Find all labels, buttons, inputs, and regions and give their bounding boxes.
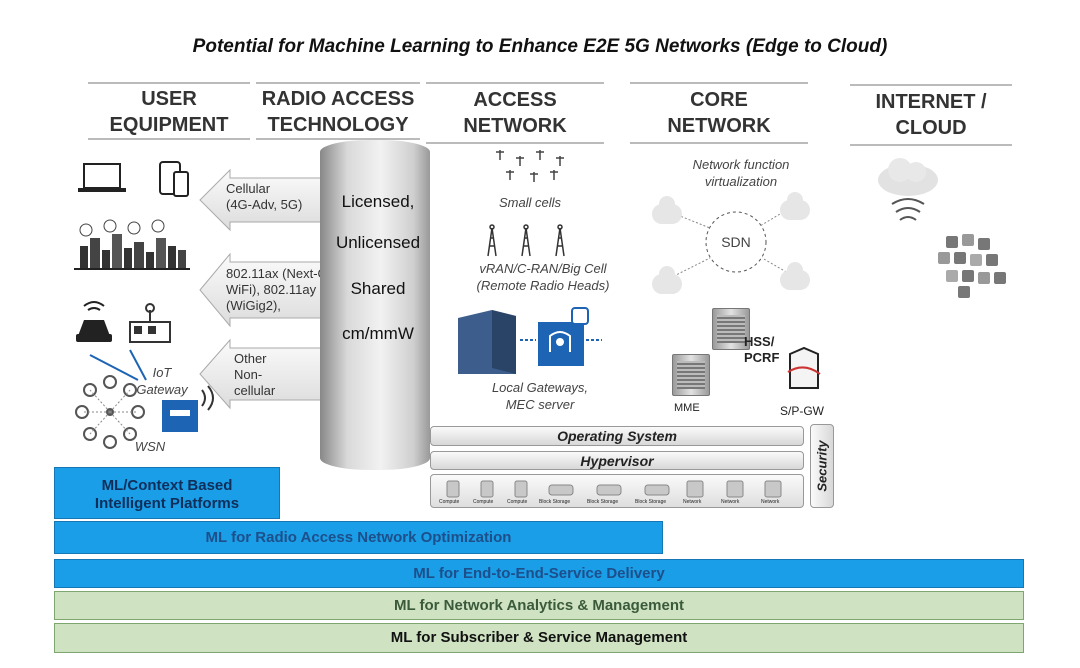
- header-core-line2: NETWORK: [667, 115, 771, 137]
- resource-hardware-icons: [446, 480, 782, 498]
- header-access-line2: NETWORK: [463, 115, 567, 137]
- diagram-title: Potential for Machine Learning to Enhanc…: [192, 36, 888, 57]
- nfv-cloud-icon: [652, 196, 682, 224]
- local-gateway-server-icon: [458, 307, 602, 374]
- sdn-label: SDN: [721, 234, 751, 250]
- hss-label: HSS/ PCRF: [744, 334, 779, 366]
- header-ue-line1: USER: [141, 88, 197, 110]
- resource-compute: Compute: [473, 499, 494, 505]
- spectrum-shared: Shared: [350, 279, 406, 298]
- laptop-icon: [78, 163, 126, 192]
- radio-towers-icon: [487, 224, 565, 257]
- header-core-network: CORE NETWORK: [630, 82, 808, 144]
- other-line2: Non-: [234, 367, 263, 382]
- connected-car-icon: [76, 301, 112, 342]
- header-user-equipment: USER EQUIPMENT: [88, 82, 250, 140]
- security-label: Security: [814, 440, 830, 492]
- mme-label: MME: [674, 402, 700, 414]
- header-access-network: ACCESS NETWORK: [426, 82, 604, 144]
- vran-label: vRAN/C-RAN/Big Cell (Remote Radio Heads): [458, 260, 628, 294]
- user-equipment-icons: [74, 161, 214, 449]
- vran-line2: (Remote Radio Heads): [476, 278, 610, 293]
- resource-network: Network: [683, 499, 702, 505]
- radio-arrows: [199, 168, 341, 410]
- tablet-phone-icon: [159, 161, 189, 197]
- header-ue-line2: EQUIPMENT: [109, 114, 229, 136]
- resource-network: Network: [721, 499, 740, 505]
- ml-subscriber-management-band: ML for Subscriber & Service Management: [54, 623, 1024, 653]
- spgw-label: S/P-GW: [780, 404, 824, 418]
- nfv-line1: Network function: [692, 157, 790, 172]
- internet-cloud-icon: [878, 158, 938, 221]
- wifi-label: 802.11ax (Next-G WiFi), 802.11ay (WiGig2…: [226, 266, 328, 314]
- cellular-line1: Cellular: [226, 181, 271, 196]
- nfv-cloud-icon: [652, 266, 682, 294]
- other-line1: Other: [234, 351, 267, 366]
- cellular-line2: (4G-Adv, 5G): [226, 197, 303, 212]
- hss-server-icon: [712, 308, 750, 350]
- ml-ran-optimization-band: ML for Radio Access Network Optimization: [54, 521, 663, 554]
- hypervisor-bar: Hypervisor: [430, 451, 804, 470]
- header-core-line1: CORE: [690, 89, 748, 111]
- factory-robot-icon: [129, 303, 171, 343]
- header-rat-line1: RADIO ACCESS: [261, 88, 415, 110]
- nfv-cloud-icon: [780, 192, 810, 220]
- spectrum-unlicensed: Unlicensed: [335, 233, 421, 252]
- resource-compute: Compute: [507, 499, 528, 505]
- city-skyline-icon: [74, 219, 190, 270]
- local-gateways-label: Local Gateways, MEC server: [470, 379, 610, 413]
- nfv-line2: virtualization: [704, 174, 778, 189]
- hss-line1: HSS/: [744, 334, 775, 349]
- header-cloud-line1: INTERNET /: [875, 91, 987, 113]
- spectrum-cylinder: [320, 140, 430, 470]
- spectrum-licensed: Licensed,: [341, 192, 415, 211]
- other-line3: cellular: [234, 383, 276, 398]
- resource-block-storage: Block Storage: [539, 499, 571, 505]
- nfv-cloud-icon: [780, 262, 810, 290]
- resource-compute: Compute: [439, 499, 460, 505]
- vran-line1: vRAN/C-RAN/Big Cell: [479, 261, 607, 276]
- resource-network: Network: [761, 499, 780, 505]
- ml-platforms-line2: Intelligent Platforms: [94, 495, 240, 512]
- resources-bar: Compute Compute Compute Block Storage Bl…: [430, 474, 804, 508]
- ml-platforms-line1: ML/Context Based: [101, 477, 233, 494]
- iot-gateway-device-icon: [162, 385, 214, 432]
- header-rat-line2: TECHNOLOGY: [267, 114, 409, 136]
- sensor-network-icon: [75, 375, 145, 449]
- other-label: Other Non- cellular: [234, 351, 275, 399]
- wifi-line2: WiFi), 802.11ay: [226, 282, 317, 297]
- header-access-line1: ACCESS: [473, 89, 557, 111]
- wifi-line3: (WiGig2),: [226, 298, 281, 313]
- cellular-label: Cellular (4G-Adv, 5G): [226, 181, 302, 213]
- nfv-label: Network function virtualization: [666, 156, 816, 190]
- wsn-label: WSN: [134, 439, 166, 454]
- iot-gateway-line2: Gateway: [136, 382, 188, 397]
- resource-block-storage: Block Storage: [587, 499, 619, 505]
- small-cells-label: Small cells: [498, 195, 562, 210]
- operating-system-bar: Operating System: [430, 426, 804, 446]
- ml-intelligent-platforms-band: ML/Context Based Intelligent Platforms: [54, 467, 280, 519]
- header-radio-access-technology: RADIO ACCESS TECHNOLOGY: [256, 82, 420, 140]
- iot-gateway-line1: IoT: [152, 365, 172, 380]
- local-gw-line1: Local Gateways,: [491, 380, 589, 395]
- hss-line2: PCRF: [744, 350, 780, 365]
- security-bar: Security: [810, 424, 834, 508]
- header-cloud-line2: CLOUD: [895, 117, 967, 139]
- iot-gateway-label: IoT Gateway: [132, 364, 192, 398]
- ml-network-analytics-band: ML for Network Analytics & Management: [54, 591, 1024, 620]
- spgw-gateway-icon: [787, 346, 821, 389]
- app-icons-cluster: [938, 234, 1006, 298]
- mme-server-icon: [672, 354, 710, 396]
- spectrum-cm-mmw: cm/mmW: [342, 324, 414, 343]
- resource-block-storage: Block Storage: [635, 499, 667, 505]
- header-internet-cloud: INTERNET / CLOUD: [850, 84, 1012, 146]
- local-gw-line2: MEC server: [505, 397, 575, 412]
- wifi-line1: 802.11ax (Next-G: [226, 266, 328, 281]
- small-cells-icon: [496, 150, 564, 182]
- ml-e2e-service-delivery-band: ML for End-to-End-Service Delivery: [54, 559, 1024, 588]
